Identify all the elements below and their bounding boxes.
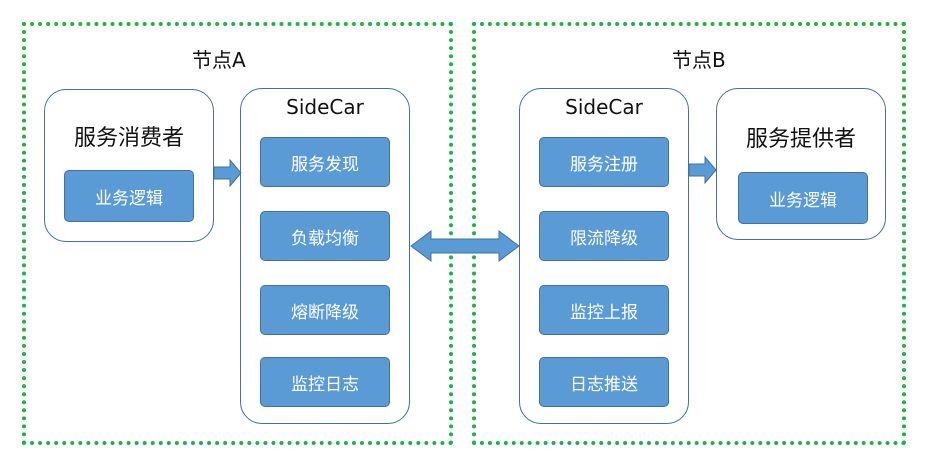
service-consumer-panel: 服务消费者 业务逻辑 — [44, 89, 214, 242]
sidecar-a-module-load-balancing: 负载均衡 — [260, 211, 390, 261]
sidecar-a-title: SideCar — [286, 95, 364, 119]
consumer-business-logic-module: 业务逻辑 — [64, 170, 194, 222]
sidecar-b-panel: SideCar 服务注册 限流降级 监控上报 日志推送 — [519, 88, 689, 424]
service-provider-panel: 服务提供者 业务逻辑 — [716, 88, 886, 240]
sidecar-b-module-rate-limiting: 限流降级 — [539, 211, 669, 261]
consumer-to-sidecar-arrow — [213, 158, 242, 188]
sidecar-b-module-log-push: 日志推送 — [539, 357, 669, 407]
provider-business-logic-module: 业务逻辑 — [738, 172, 868, 224]
sidecar-b-title: SideCar — [565, 95, 643, 119]
sidecar-a-module-circuit-breaking: 熔断降级 — [260, 285, 390, 335]
sidecar-b-module-service-registration: 服务注册 — [539, 137, 669, 187]
sidecar-a-module-monitoring-logs: 监控日志 — [260, 357, 390, 407]
sidecar-a-panel: SideCar 服务发现 负载均衡 熔断降级 监控日志 — [240, 88, 410, 424]
sidecar-a-module-service-discovery: 服务发现 — [260, 137, 390, 187]
service-consumer-title: 服务消费者 — [73, 126, 184, 151]
service-provider-title: 服务提供者 — [745, 127, 856, 152]
node-b-frame — [472, 22, 906, 445]
node-a-frame — [22, 22, 453, 445]
node-a-title: 节点A — [192, 48, 246, 72]
sidecar-to-provider-arrow — [688, 155, 717, 185]
node-b-title: 节点B — [672, 48, 726, 72]
sidecar-bidirectional-arrow — [410, 230, 520, 262]
sidecar-b-module-monitoring-report: 监控上报 — [539, 285, 669, 335]
